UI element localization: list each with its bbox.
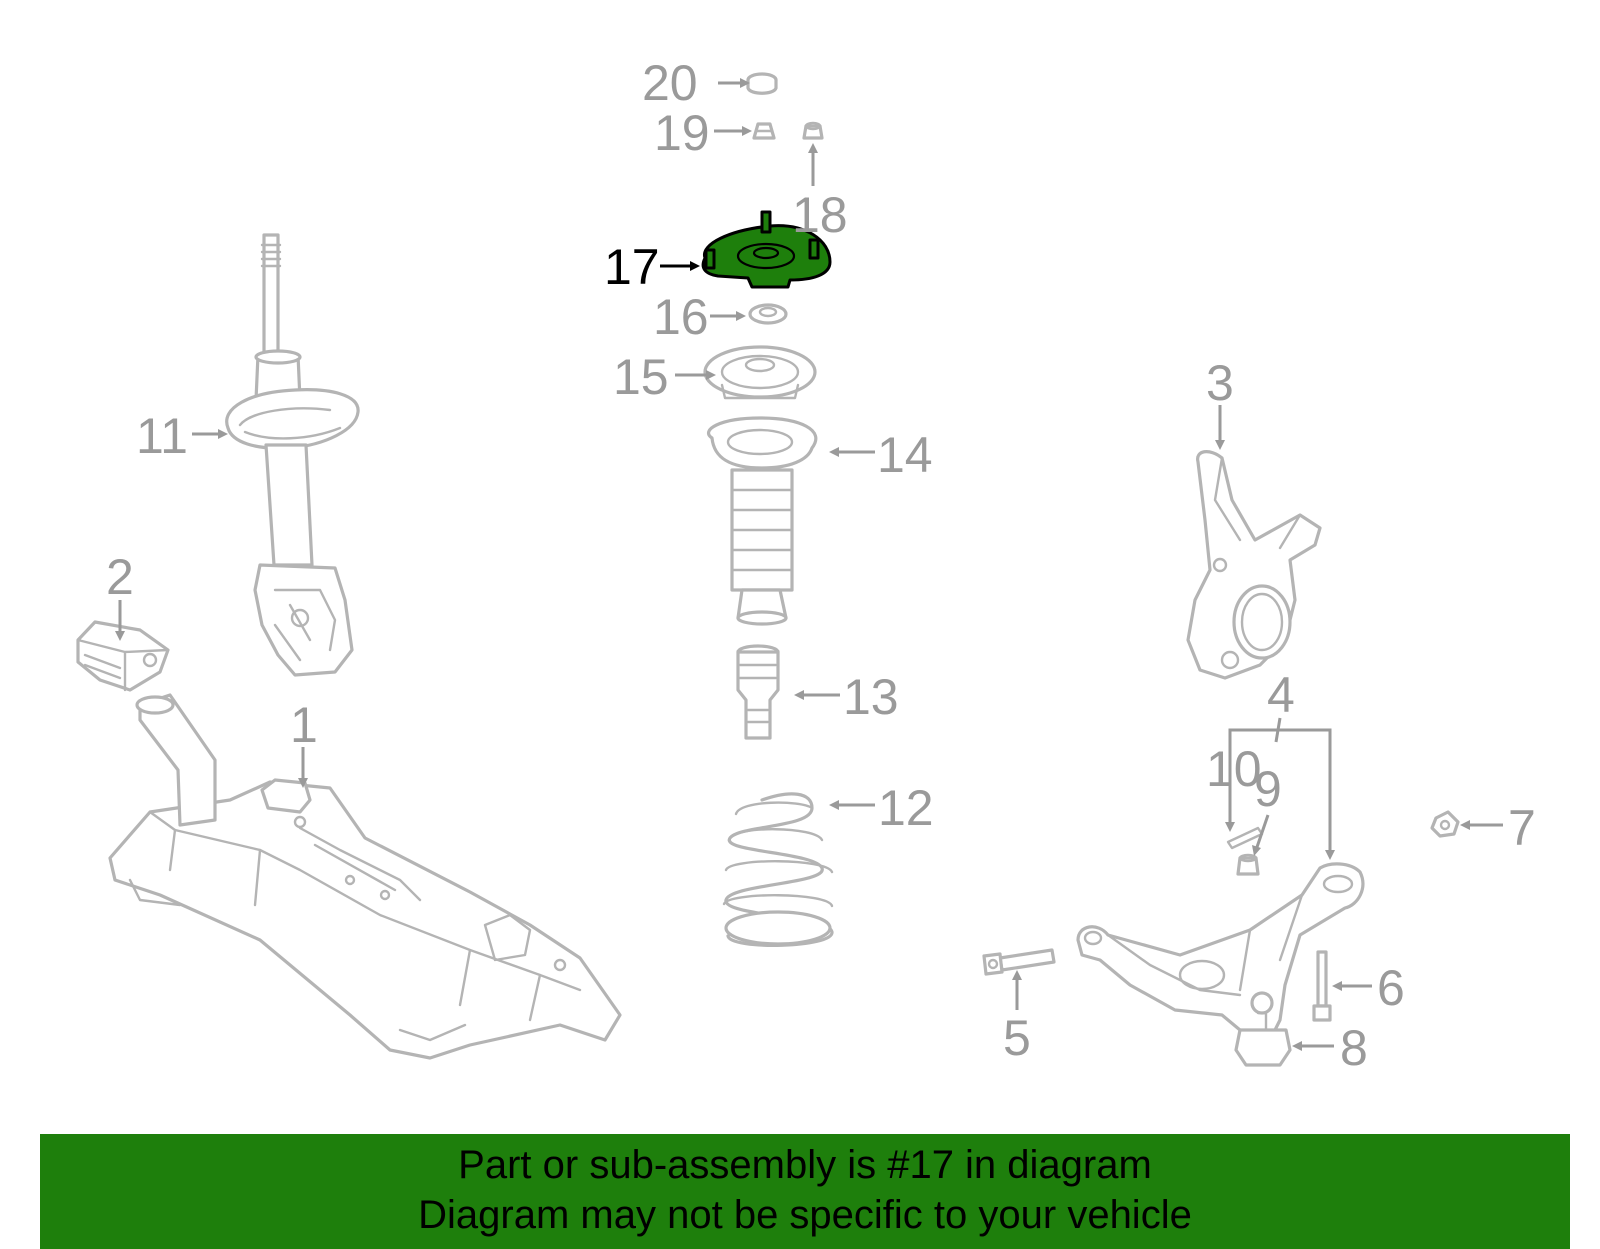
part-5-bolt [982,948,1056,976]
callout-12: 12 [878,780,934,836]
callout-3: 3 [1206,355,1234,411]
callout-4: 4 [1267,667,1295,723]
callout-10: 10 [1206,741,1262,797]
part-15-spring-seat [703,345,817,400]
callout-arrows [115,78,1503,1051]
footer-banner: Part or sub-assembly is #17 in diagram D… [40,1134,1570,1249]
footer-disclaimer: Diagram may not be specific to your vehi… [418,1193,1192,1237]
callout-15: 15 [613,349,669,405]
callout-9: 9 [1254,761,1282,817]
callout-11: 11 [136,408,188,464]
part-16-bearing [748,303,788,325]
part-7-nut [1430,810,1460,838]
callout-16: 16 [653,289,709,345]
part-19-nut [752,122,776,140]
part-8-ball-joint [1234,991,1292,1067]
part-9-nut [1236,853,1260,876]
footer-part-note: Part or sub-assembly is #17 in diagram [458,1143,1152,1187]
part-2-mount [76,620,170,692]
part-12-coil-spring [722,792,834,947]
part-13-bump-stop [736,644,780,740]
part-18-nut [802,121,824,140]
callout-20: 20 [642,55,698,111]
callout-labels: 1 2 3 4 5 6 7 8 9 10 11 12 13 14 15 16 1… [106,55,1536,1076]
callout-19: 19 [654,105,710,161]
callout-18: 18 [792,187,848,243]
callout-17: 17 [604,239,660,295]
callout-14: 14 [877,427,933,483]
callout-8: 8 [1340,1020,1368,1076]
part-14-dust-boot [707,416,818,626]
part-3-steering-knuckle [1186,450,1322,680]
callout-13: 13 [843,669,899,725]
part-1-crossmember [108,693,622,1060]
callout-6: 6 [1377,960,1405,1016]
part-6-bolt [1312,950,1332,1022]
callout-1: 1 [290,697,318,753]
callout-5: 5 [1003,1010,1031,1066]
part-20-cap [746,72,778,95]
callout-2: 2 [106,549,134,605]
callout-7: 7 [1508,800,1536,856]
part-11-strut [225,233,360,677]
part-17-strut-mount [701,210,832,289]
